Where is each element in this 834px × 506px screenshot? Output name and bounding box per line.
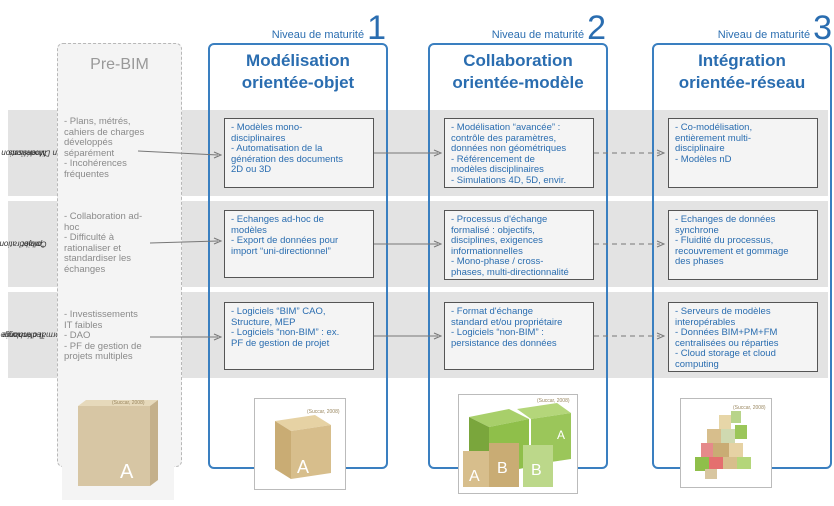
level-3-number: 3 <box>813 9 832 47</box>
level-2-label: Niveau de maturité <box>491 29 585 41</box>
level-2-header: Niveau de maturité 2 <box>428 6 606 47</box>
level-1-image: (Succar, 2008) A <box>254 398 346 490</box>
level-2-image-letter-b2: B <box>531 462 542 479</box>
level-3-header: Niveau de maturité 3 <box>652 6 832 47</box>
level-3-label: Niveau de maturité <box>717 29 811 41</box>
cell-l3-modelisation: - Co-modélisation,entièrement multi-disc… <box>668 118 818 188</box>
cell-l2-modelisation: - Modélisation “avancée” :contrôle des p… <box>444 118 594 188</box>
level-2-image: (Succar, 2008) A B B A <box>458 394 578 494</box>
pre-bim-title: Pre-BIM <box>90 56 149 73</box>
level-1-image-letter: A <box>297 457 309 477</box>
pre-bim-image: (Succar, 2008) A <box>62 390 174 500</box>
level-2-image-letter-a: A <box>469 468 480 485</box>
level-1-header: Niveau de maturité 1 <box>208 6 386 47</box>
pre-bim-image-letter: A <box>120 461 134 483</box>
arrow-pre-l1-row2 <box>149 240 219 244</box>
level-2-number: 2 <box>587 9 606 47</box>
level-2-image-caption: (Succar, 2008) <box>537 398 570 404</box>
pre-bim-text-collaboration: - Collaboration ad-hoc- Difficulté à rat… <box>64 211 143 275</box>
level-3-image: (Succar, 2008) <box>680 398 772 488</box>
level-2-image-letter-b1: B <box>497 460 508 477</box>
pre-bim-image-caption: (Succar, 2008) <box>112 400 145 406</box>
level-1-number: 1 <box>367 9 386 47</box>
level-1-image-caption: (Succar, 2008) <box>307 409 340 415</box>
level-2-image-letter-a2: A <box>557 428 565 442</box>
level-1-label: Niveau de maturité <box>271 29 365 41</box>
level-3-image-caption: (Succar, 2008) <box>733 405 766 411</box>
cell-l1-technologie: - Logiciels “BIM” CAO,Structure, MEP- Lo… <box>224 302 374 370</box>
cell-l1-modelisation: - Modèles mono-disciplinaires- Automatis… <box>224 118 374 188</box>
arrow-pre-l1-row1 <box>137 150 219 156</box>
